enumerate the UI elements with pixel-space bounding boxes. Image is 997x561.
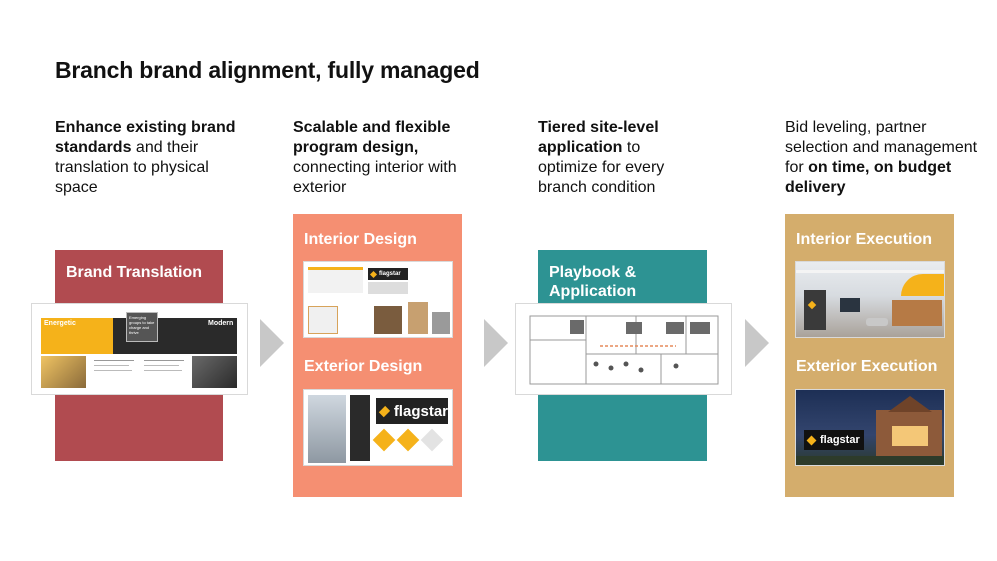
flagstar-logo-icon: flagstar (376, 398, 448, 424)
floor-plan-thumbnail (515, 303, 732, 395)
exterior-execution-photo: flagstar (795, 389, 945, 466)
flagstar-logo-icon: flagstar (804, 430, 864, 450)
chevron-right-icon (260, 319, 284, 367)
interior-photo (41, 356, 86, 388)
column-1-description: Enhance existing brand standards and the… (55, 119, 236, 196)
chevron-right-icon (484, 319, 508, 367)
exterior-execution-label: Exterior Execution (796, 358, 938, 375)
interior-execution-photo (795, 261, 945, 338)
page-title: Branch brand alignment, fully managed (55, 57, 480, 83)
energetic-label: Energetic (44, 320, 76, 327)
column-3-description: Tiered site-level application to optimiz… (538, 119, 665, 196)
modern-label: Modern (208, 320, 234, 327)
exterior-design-thumbnail: flagstar (303, 389, 453, 466)
brand-translation-label: Brand Translation (66, 264, 203, 281)
callout-box (126, 312, 158, 342)
exterior-photo (192, 356, 237, 388)
interior-design-label: Interior Design (304, 231, 417, 248)
interior-execution-label: Interior Execution (796, 231, 933, 248)
chevron-right-icon (745, 319, 769, 367)
column-2-description: Scalable and flexible program design, co… (293, 119, 457, 196)
flagstar-logo-icon: flagstar (368, 268, 408, 280)
interior-design-thumbnail: flagstar (303, 261, 453, 338)
column-4-description: Bid leveling, partner selection and mana… (785, 119, 978, 196)
floor-plan-icon (529, 315, 719, 385)
brand-translation-thumbnail: Energetic Modern Emerging groups to take… (31, 303, 248, 395)
playbook-application-label: Playbook & Application (549, 264, 637, 300)
exterior-design-label: Exterior Design (304, 358, 423, 375)
callout-text: Emerging groups to take charge and thriv… (129, 315, 155, 335)
energetic-swatch (41, 318, 113, 354)
